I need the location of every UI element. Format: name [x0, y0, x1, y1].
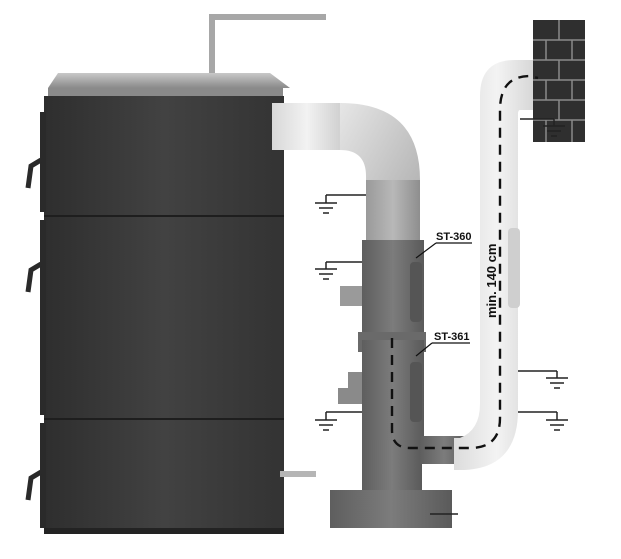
door-handle-middle — [25, 261, 43, 293]
ground-symbol-5 — [518, 370, 568, 389]
ground-symbol-6 — [518, 411, 568, 431]
boiler-return-pipe-stub — [280, 471, 316, 477]
flue-gas-path — [390, 74, 539, 450]
ground-symbol-3 — [315, 411, 362, 431]
ground-symbol-1 — [315, 194, 366, 214]
boiler-top-pipe — [209, 14, 326, 80]
boiler — [40, 73, 290, 534]
chimney-brick-stack — [533, 20, 585, 142]
inspection-port-lower — [348, 372, 362, 388]
ground-symbol-4 — [520, 118, 565, 137]
door-handle-upper — [25, 157, 43, 189]
flue-outlet-pipe — [272, 103, 342, 150]
min-height-label: min. 140 cm — [484, 244, 499, 318]
label-st-361-text: ST-361 — [434, 331, 469, 343]
flexible-chimney-liner — [454, 60, 540, 470]
inspection-port-upper — [340, 286, 362, 306]
label-st-360: ST-360 — [415, 231, 472, 259]
label-st-360-text: ST-360 — [436, 231, 471, 243]
label-st-361: ST-361 — [415, 331, 470, 357]
condensate-base — [330, 490, 458, 528]
ground-symbol-2 — [315, 261, 362, 280]
door-handle-lower — [25, 469, 43, 501]
